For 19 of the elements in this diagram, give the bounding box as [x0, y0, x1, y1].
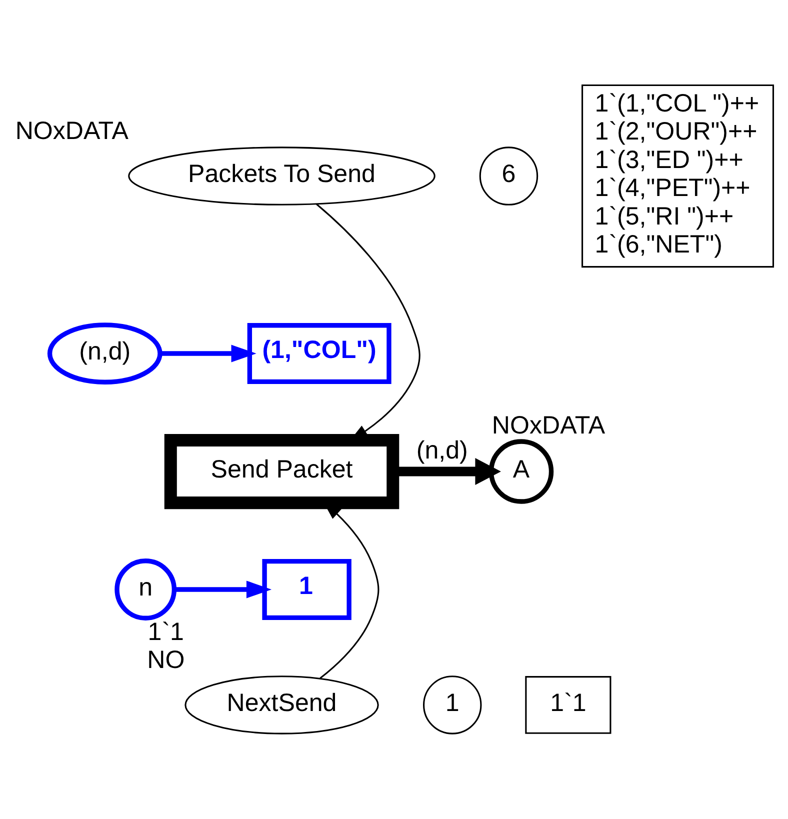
node-box: (1,"COL") — [247, 323, 392, 384]
node-circle: 6 — [479, 146, 538, 206]
node-label: NOxDATA — [15, 117, 128, 146]
node-circle: 1 — [422, 676, 482, 734]
node-ellipse: NextSend — [184, 676, 379, 734]
node-label: NOxDATA — [492, 411, 606, 440]
node-circle: n — [114, 558, 177, 620]
node-box: 1`1 — [525, 676, 612, 734]
node-box: Send Packet — [164, 434, 400, 510]
node-box: 1`(1,"COL ")++ 1`(2,"OUR")++ 1`(3,"ED ")++ 1`(4,"PET")++ 1`(5,"RI ")++ 1`(6,"NET") — [582, 84, 774, 268]
node-box: 1 — [262, 558, 352, 620]
arrow — [160, 344, 256, 362]
node-ellipse: (n,d) — [47, 322, 162, 384]
edge-label: (n,d) — [416, 436, 468, 465]
node-ellipse: Packets To Send — [128, 146, 436, 206]
node-label: NO — [147, 646, 185, 674]
node-circle: A — [488, 439, 554, 504]
node-label: 1`1 — [148, 618, 184, 646]
arrow — [174, 580, 272, 598]
